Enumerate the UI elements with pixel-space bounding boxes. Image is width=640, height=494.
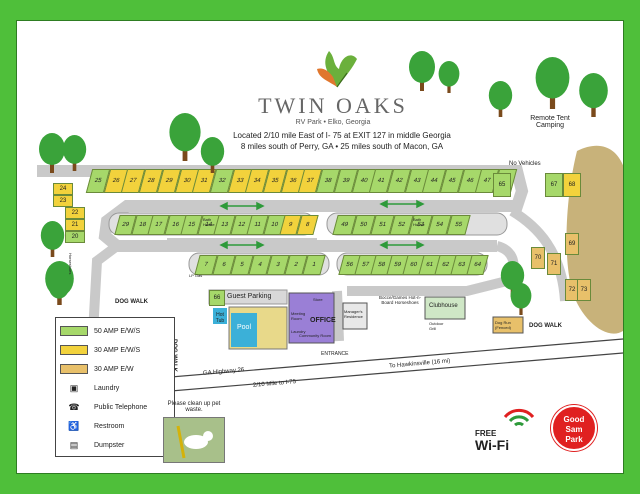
tree-icon (47, 273, 71, 310)
wifi-icon (501, 403, 537, 427)
oak-leaf-logo-icon (307, 43, 367, 91)
legend-label: Public Telephone (94, 403, 148, 411)
legend-item: ☎ Public Telephone (60, 400, 147, 414)
hot-tub-label: Hot Tub (215, 312, 225, 324)
bath-house-1-label: Bath House (203, 217, 215, 227)
wifi-label: Wi-Fi (475, 437, 510, 453)
legend-label: Laundry (94, 384, 120, 392)
legend-item: 30 AMP E/W (60, 362, 134, 376)
campsite-65: 65 (493, 173, 511, 197)
legend-item: ♿ Restroom (60, 419, 124, 433)
good-sam-logo: Good Sam Park (551, 405, 597, 451)
dog-walk-left-label: DOG WALK (115, 299, 148, 305)
tree-icon (199, 137, 226, 178)
highway-road-edge (146, 352, 623, 394)
highway-road (146, 338, 623, 380)
meeting-room-label: Meeting Room (291, 311, 306, 321)
bocce-label: Bocce/Games Hot-n-Board Horseshoes (379, 295, 422, 305)
laundry-icon: ▣ (69, 382, 79, 393)
hot-tub-shape (213, 308, 227, 324)
legend-swatch (60, 326, 88, 336)
tree-icon (407, 51, 437, 96)
park-subtitle: RV Park • Elko, Georgia (295, 119, 371, 126)
tree-icon (39, 221, 66, 262)
legend-label: 50 AMP E/W/S (94, 327, 141, 335)
office-building (288, 292, 335, 344)
campsite-20: 20 (65, 231, 85, 243)
campsite-66: 66 (209, 290, 225, 306)
legend-item: ▣ Laundry (60, 381, 120, 395)
pool-shape (231, 313, 257, 347)
pool-label: Pool (237, 324, 252, 331)
legend-item: ▤ Dumpster (60, 438, 125, 452)
legend-label: Restroom (94, 422, 125, 430)
location-line-2: 8 miles south of Perry, GA • 25 miles so… (240, 142, 444, 151)
good-sam-text-2: Sam (565, 425, 583, 434)
pet-waste-photo (163, 417, 225, 463)
road-to-orange (509, 206, 570, 302)
location-line-1: Located 2/10 mile East of I- 75 at EXIT … (233, 131, 451, 140)
remote-tent-label: Remote Tent Camping (530, 115, 570, 129)
community-room-label: Community Room (299, 333, 332, 338)
clubhouse-label: Clubhouse (429, 303, 458, 309)
main-road-loop (37, 165, 529, 252)
tree-icon (577, 73, 610, 122)
tree-icon (509, 283, 533, 320)
tree-icon (61, 135, 88, 176)
traffic-arrows (219, 199, 425, 250)
no-vehicles-label: No Vehicles (509, 161, 541, 167)
tree-icon (37, 133, 67, 178)
campsite-67: 67 (545, 173, 563, 197)
pet-waste-label: Please clean up pet waste. (167, 401, 221, 413)
good-sam-text-3: Park (565, 435, 583, 444)
dog-walk-right-label: DOG WALK (529, 323, 562, 329)
store-label: Store (313, 297, 323, 302)
tree-icon (437, 61, 461, 98)
wifi-free-label: FREE (475, 429, 497, 438)
legend-item: 50 AMP E/W/S (60, 324, 140, 338)
campsite-71: 71 (547, 253, 561, 275)
campsite-21: 21 (65, 219, 85, 231)
manager-residence (342, 302, 368, 330)
good-sam-text-1: Good (563, 415, 585, 424)
outdoor-grill-label: Outdoor Grill (429, 321, 444, 331)
entrance-label: ENTRANCE (321, 351, 349, 357)
dumpster-icon: ▤ (69, 439, 79, 450)
legend: 50 AMP E/W/S 30 AMP E/W/S 30 AMP E/W ▣ Laund… (55, 317, 175, 457)
tree-icon (167, 113, 203, 166)
campsite-22: 22 (65, 207, 85, 219)
manager-label: Manager's Residence (344, 309, 363, 319)
campsite-73: 73 (577, 279, 591, 301)
telephone-icon: ☎ (68, 401, 80, 412)
campsite-69: 69 (565, 233, 579, 255)
dog-run-area (492, 316, 524, 334)
legend-swatch (60, 364, 88, 374)
guest-parking-label: Guest Parking (227, 293, 272, 300)
restroom-icon: ♿ (68, 420, 80, 431)
campsite-23: 23 (53, 195, 73, 207)
dog-run-label: Dog Run (Fenced) (495, 320, 512, 330)
lp-gas-label: LP Gas (189, 273, 203, 278)
campsite-68: 68 (563, 173, 581, 197)
horseshoes-label: Horseshoes (68, 253, 73, 275)
legend-label: 30 AMP E/W/S (94, 346, 141, 354)
laundry-small-label: Laundry (291, 329, 306, 334)
legend-item: 30 AMP E/W/S (60, 343, 140, 357)
legend-label: 30 AMP E/W (94, 365, 134, 373)
legend-swatch (60, 345, 88, 355)
park-title: TWIN OAKS (258, 93, 408, 118)
tree-icon (487, 81, 514, 122)
campsite-24: 24 (53, 183, 73, 195)
legend-label: Dumpster (94, 441, 125, 449)
campsite-70: 70 (531, 247, 545, 269)
clubhouse-building (424, 296, 466, 320)
office-label: OFFICE (310, 317, 336, 324)
road-entrance (332, 290, 344, 342)
bath-house-2-label: Bath House (413, 217, 425, 227)
tree-icon (533, 57, 572, 114)
